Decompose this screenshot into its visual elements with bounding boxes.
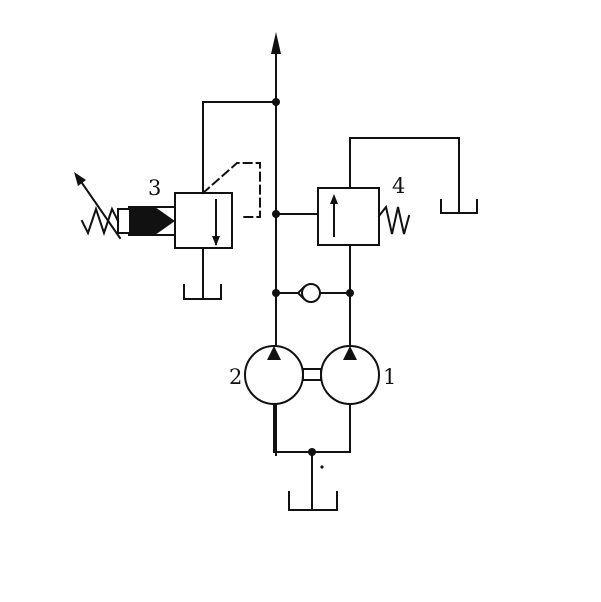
suction-tank-icon <box>288 491 338 511</box>
pump-left-label: 2 <box>229 365 242 389</box>
check-valve <box>275 283 351 303</box>
relief-valve-body <box>174 192 233 249</box>
check-valve-ball-icon <box>301 283 321 303</box>
unloading-valve-label: 4 <box>392 174 405 198</box>
junction-dot <box>272 210 280 218</box>
unloading-valve: 4 <box>275 137 478 246</box>
pump-right-arrow-icon <box>343 346 357 360</box>
pump-right: 1 <box>320 345 396 405</box>
speck <box>320 465 324 469</box>
unloading-tank-icon <box>440 199 478 214</box>
junction-dot <box>346 289 354 297</box>
relief-pilot-line <box>201 162 261 218</box>
relief-valve: 3 <box>74 162 261 300</box>
pump-right-label: 1 <box>383 365 396 389</box>
adjustment-arrow-line <box>80 181 122 240</box>
pump-left-arrow-icon <box>267 346 281 360</box>
relief-valve-actuator-fill <box>129 207 175 235</box>
relief-tank-icon <box>183 284 222 300</box>
relief-valve-flow-arrow-icon <box>212 236 220 246</box>
unloading-valve-flow-arrow-icon <box>330 194 338 204</box>
relief-valve-label: 3 <box>148 176 161 200</box>
pump-shaft-coupling <box>302 368 322 381</box>
output-arrow-icon <box>271 32 281 54</box>
junction-dot <box>272 98 280 106</box>
junction-dot <box>272 289 280 297</box>
adjustable-spring-icon <box>80 205 120 237</box>
unloading-spring-icon <box>377 204 411 235</box>
relief-branch-line <box>202 101 277 194</box>
suction-lines <box>273 403 351 511</box>
adjustment-arrow-icon <box>74 172 86 186</box>
unloading-valve-body <box>317 187 380 246</box>
pump-left: 2 <box>229 345 304 405</box>
